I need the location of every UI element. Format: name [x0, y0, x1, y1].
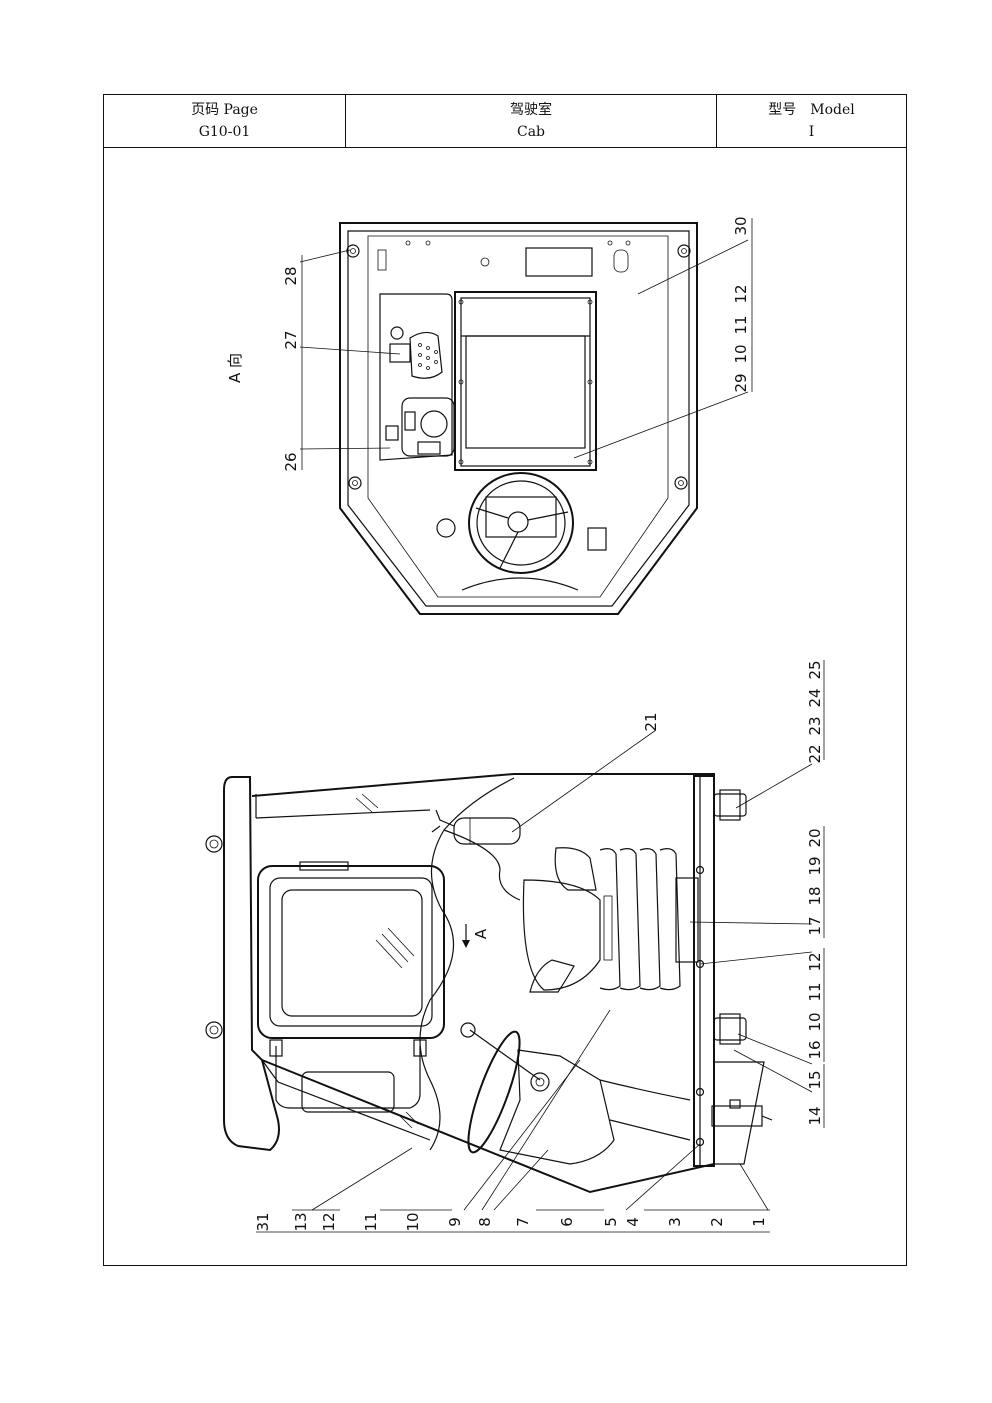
- side-view-cab-body: [251, 773, 715, 1194]
- callout-20: 20: [806, 828, 824, 847]
- callout-6: 6: [558, 1217, 576, 1227]
- model-value: I: [808, 124, 815, 140]
- title-block: 页码 Page G10-01 驾驶室 Cab 型号 Model I: [104, 95, 906, 148]
- arrow-label-text: A: [472, 928, 490, 939]
- callout-29: 29: [732, 373, 750, 392]
- callout-17: 17: [806, 916, 824, 935]
- callout-12-side: 12: [806, 952, 824, 971]
- side-view-extinguisher: [431, 809, 521, 845]
- top-view-callout-rails: [301, 218, 753, 470]
- callout-2: 2: [708, 1217, 726, 1227]
- side-view-pedal-box: [711, 1061, 773, 1165]
- callout-27: 27: [282, 330, 300, 349]
- side-view-door-handle: [269, 1039, 427, 1113]
- callout-22: 22: [806, 744, 824, 763]
- callout-4: 4: [624, 1217, 642, 1227]
- callout-1: 1: [750, 1217, 768, 1227]
- top-view-steering-wheel: [436, 472, 607, 591]
- side-view-mounts: [713, 789, 747, 1045]
- side-view-roof: [205, 776, 280, 1152]
- side-view-arrow: A: [462, 924, 490, 948]
- page-frame: 页码 Page G10-01 驾驶室 Cab 型号 Model I: [103, 94, 907, 1266]
- callout-30: 30: [732, 216, 750, 235]
- callout-5: 5: [602, 1217, 620, 1227]
- callout-13: 13: [292, 1212, 310, 1231]
- callout-31: 31: [254, 1212, 272, 1231]
- callout-12-top: 12: [732, 284, 750, 303]
- callout-10-bottom: 10: [404, 1212, 422, 1231]
- model-label: 型号 Model: [768, 102, 855, 118]
- callout-10-top: 10: [732, 344, 750, 363]
- callout-26: 26: [282, 452, 300, 471]
- callout-15: 15: [806, 1070, 824, 1089]
- title-en: Cab: [516, 124, 546, 140]
- side-view-door-window: [257, 861, 445, 1039]
- callout-11-top: 11: [732, 315, 750, 334]
- side-view-cutaway-edge: [355, 777, 521, 1151]
- title-cell: 驾驶室 Cab: [345, 95, 716, 147]
- callout-8: 8: [476, 1217, 494, 1227]
- side-view-seat: [522, 847, 699, 993]
- callout-23: 23: [806, 716, 824, 735]
- callout-24: 24: [806, 688, 824, 707]
- page-number: G10-01: [198, 124, 251, 140]
- side-view-leaders: [311, 729, 813, 1211]
- top-view-leaders: [299, 239, 749, 459]
- top-view-hatch-window: [454, 291, 597, 471]
- top-callout-numbers: 28 27 26 30 12 11 10 29: [282, 216, 750, 471]
- callout-10-side: 10: [806, 1012, 824, 1031]
- side-bottom-callout-rail: [256, 1209, 770, 1233]
- side-right-callout-numbers: 25 24 23 22 21 20 19 18 17 12 11 10 16 1…: [642, 660, 824, 1125]
- side-view-steering: [460, 1022, 691, 1165]
- callout-11-side: 11: [806, 982, 824, 1001]
- top-view-floor-hatch: [377, 247, 629, 277]
- model-cell: 型号 Model I: [716, 95, 906, 147]
- page-cell: 页码 Page G10-01: [104, 95, 345, 147]
- view-label-text: A 向: [226, 353, 244, 383]
- callout-3: 3: [666, 1217, 684, 1227]
- callout-19: 19: [806, 856, 824, 875]
- callout-28: 28: [282, 266, 300, 285]
- callout-7: 7: [514, 1217, 532, 1227]
- callout-21: 21: [642, 712, 660, 731]
- callout-18: 18: [806, 886, 824, 905]
- callout-12-bottom: 12: [320, 1212, 338, 1231]
- side-bottom-callout-numbers: 31 13 12 11 10 9 8 7 6 5 4 3 2 1: [254, 1212, 768, 1231]
- callout-16: 16: [806, 1040, 824, 1059]
- top-view-control-console: [379, 293, 455, 461]
- callout-9: 9: [446, 1217, 464, 1227]
- top-view-cab-outline: [339, 222, 698, 615]
- callout-25: 25: [806, 660, 824, 679]
- page-label: 页码 Page: [191, 102, 258, 118]
- title-cn: 驾驶室: [510, 102, 552, 118]
- view-label-a: A 向: [226, 353, 244, 383]
- top-view-bolts: [346, 240, 691, 490]
- callout-11-bottom: 11: [362, 1212, 380, 1231]
- side-view-floor: [693, 775, 715, 1167]
- callout-14: 14: [806, 1106, 824, 1125]
